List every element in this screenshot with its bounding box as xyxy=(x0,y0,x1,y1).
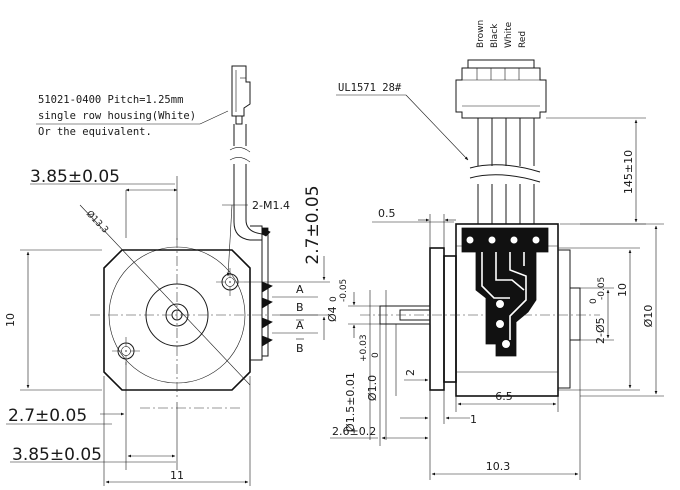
left-dimensions: 3.85±0.05 Ø13.3 2-M1.4 10 2.7±0.05 2.7±0… xyxy=(4,167,330,486)
right-side-view xyxy=(360,223,600,397)
dim-diameter: Ø13.3 xyxy=(84,208,111,235)
dim-shaft-tol-upper: 0 xyxy=(329,296,339,302)
terminal-label-1: A xyxy=(296,283,304,296)
wire-label-white: White xyxy=(504,21,514,48)
cable-callout: UL1571 28# xyxy=(336,82,469,161)
right-dimensions: 145±10 0.5 Ø4 0 -0.05 Ø1.5±0.01 Ø1.0 +0.… xyxy=(326,117,664,480)
dim-boss-tol-lower: -0.05 xyxy=(597,277,607,300)
dim-boss: 2-Ø5 xyxy=(594,317,607,344)
dim-shaft-dia: Ø4 xyxy=(326,306,339,322)
dim-outer-dia: Ø10 xyxy=(642,305,655,328)
dim-thread: 2-M1.4 xyxy=(252,199,290,212)
dim-height: 10 xyxy=(4,313,17,327)
dim-shaft-len: 2.6±0.2 xyxy=(332,425,376,438)
cable-label: UL1571 28# xyxy=(338,82,402,94)
dim-shaft-tip-2-tol-upper: +0.03 xyxy=(359,334,369,362)
dim-one: 1 xyxy=(470,413,477,426)
dim-vertical: 2.7±0.05 xyxy=(303,185,323,264)
note-line-1: 51021-0400 Pitch=1.25mm xyxy=(38,94,183,106)
dim-bottom-width: 3.85±0.05 xyxy=(12,445,102,465)
dim-top-width: 3.85±0.05 xyxy=(30,167,120,187)
dim-right-height: 10 xyxy=(616,283,629,297)
right-connector xyxy=(455,59,547,119)
terminal-labels: A B A B xyxy=(272,283,318,355)
dim-shaft-tip-2: Ø1.0 xyxy=(366,375,379,401)
wire-label-red: Red xyxy=(518,31,528,48)
terminal-label-3: A xyxy=(296,319,304,332)
dim-shaft-tip-2-tol-lower: 0 xyxy=(371,352,381,358)
terminal-label-4: B xyxy=(296,342,304,355)
flex-pcb xyxy=(461,227,549,357)
rear-boss xyxy=(569,287,581,341)
connector-note: 51021-0400 Pitch=1.25mm single row housi… xyxy=(36,94,229,138)
ribbon-cable xyxy=(469,118,541,224)
dim-body: 6.5 xyxy=(495,390,513,403)
dim-left-offset: 2.7±0.05 xyxy=(8,406,87,426)
dim-shaft-tip: Ø1.5±0.01 xyxy=(344,372,357,432)
front-flange xyxy=(429,247,445,391)
dim-flange: 0.5 xyxy=(378,207,396,220)
terminal-label-2: B xyxy=(296,301,304,314)
left-front-view xyxy=(79,204,273,400)
dim-cable-length: 145±10 xyxy=(622,150,635,194)
wire-labels: Brown Black White Red xyxy=(476,20,528,48)
left-connector xyxy=(229,65,263,241)
note-line-2: single row housing(White) xyxy=(38,110,196,122)
dim-boss-tol-upper: 0 xyxy=(589,298,599,304)
dim-gap: 2 xyxy=(404,369,417,376)
diameter-leader xyxy=(79,204,251,386)
housing-outline xyxy=(103,249,251,391)
dim-shaft-tol-lower: -0.05 xyxy=(339,279,349,302)
note-leader xyxy=(199,110,229,125)
note-line-3: Or the equivalent. xyxy=(38,126,152,138)
dim-bottom: 11 xyxy=(170,469,184,482)
dim-overall: 10.3 xyxy=(486,460,511,473)
wire-label-black: Black xyxy=(490,23,500,48)
wire-label-brown: Brown xyxy=(476,20,486,48)
